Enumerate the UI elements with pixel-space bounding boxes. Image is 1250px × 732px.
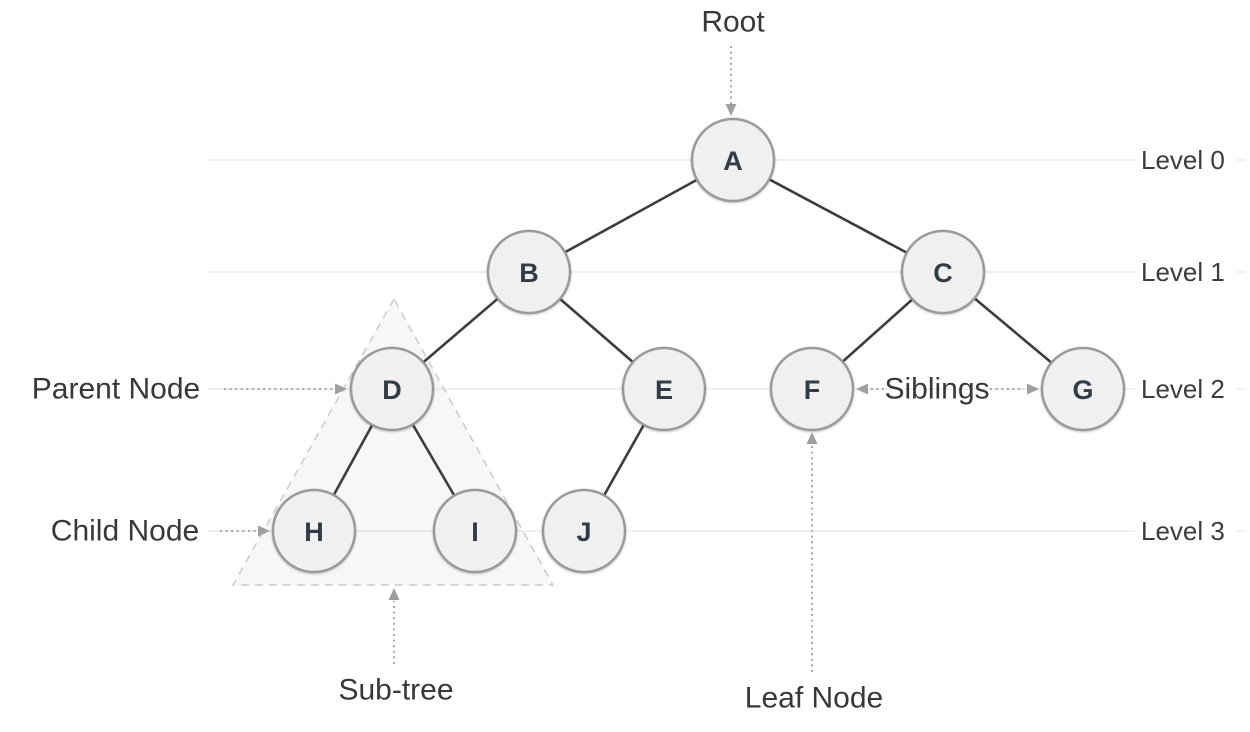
annotation-leaf-node-label: Leaf Node (745, 682, 883, 715)
level-label-bg-2 (1135, 372, 1237, 406)
tree-node-E: E (621, 346, 707, 432)
tree-node-circle-H (271, 488, 357, 574)
annotation-child-node-label: Child Node (51, 515, 199, 548)
annotation-child-node-arrowhead-icon (258, 525, 270, 537)
annotation-child-node: Child Node (51, 515, 270, 548)
tree-node-H: H (271, 488, 357, 574)
tree-node-F: F (769, 346, 855, 432)
tree-node-label-I: I (471, 517, 479, 547)
tree-node-label-A: A (723, 146, 743, 176)
level-label-3: Level 3 (1141, 516, 1225, 546)
tree-node-A: A (690, 117, 776, 203)
annotation-root: Root (701, 6, 765, 116)
annotation-sub-tree: Sub-tree (338, 588, 454, 707)
tree-node-I: I (432, 488, 518, 574)
annotation-siblings-label: Siblings (884, 373, 989, 406)
annotation-parent-node-arrowhead-icon (335, 383, 347, 395)
tree-node-circle-D (349, 346, 435, 432)
tree-node-J: J (541, 488, 627, 574)
tree-node-circle-F (769, 346, 855, 432)
level-label-bg-3 (1135, 514, 1237, 548)
annotation-root-arrowhead-icon (725, 104, 737, 116)
tree-node-label-F: F (804, 375, 821, 405)
annotation-sub-tree-label: Sub-tree (338, 674, 453, 707)
level-label-2: Level 2 (1141, 374, 1225, 404)
tree-node-label-D: D (382, 375, 402, 405)
annotation-siblings-arrowhead-icon (1027, 383, 1039, 395)
annotation-leaf-node: Leaf Node (745, 432, 883, 715)
tree-node-label-E: E (655, 375, 673, 405)
tree-node-label-G: G (1072, 375, 1093, 405)
annotation-parent-node: Parent Node (32, 373, 347, 406)
annotation-siblings-arrowhead-icon (856, 383, 868, 395)
tree-node-circle-A (690, 117, 776, 203)
tree-node-circle-I (432, 488, 518, 574)
tree-node-label-H: H (304, 517, 324, 547)
level-label-bg-0 (1135, 143, 1237, 177)
tree-node-label-J: J (576, 517, 591, 547)
annotation-root-label: Root (701, 6, 765, 39)
level-label-0: Level 0 (1141, 145, 1225, 175)
annotation-siblings: Siblings (856, 373, 1039, 406)
tree-node-circle-J (541, 488, 627, 574)
level-label-bg-1 (1135, 255, 1237, 289)
tree-node-circle-G (1040, 346, 1126, 432)
annotation-parent-node-label: Parent Node (32, 373, 200, 406)
tree-node-circle-B (486, 229, 572, 315)
tree-node-D: D (349, 346, 435, 432)
tree-node-C: C (900, 229, 986, 315)
tree-node-label-B: B (519, 258, 539, 288)
level-label-1: Level 1 (1141, 257, 1225, 287)
tree-node-G: G (1040, 346, 1126, 432)
annotation-leaf-node-arrowhead-icon (806, 432, 818, 444)
tree-node-circle-C (900, 229, 986, 315)
annotation-sub-tree-arrowhead-icon (388, 588, 400, 600)
tree-node-circle-E (621, 346, 707, 432)
tree-node-B: B (486, 229, 572, 315)
tree-node-label-C: C (933, 258, 953, 288)
